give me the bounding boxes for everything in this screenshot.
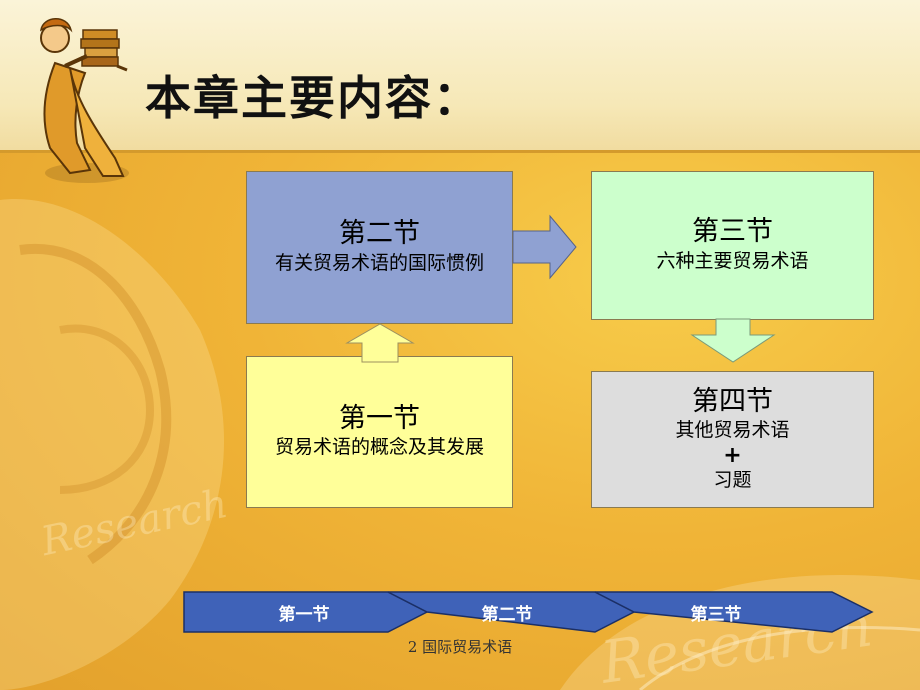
section4-plus: + — [723, 442, 742, 468]
section3-box: 第三节 六种主要贸易术语 — [591, 171, 874, 320]
chevron-step-1 — [183, 591, 429, 633]
section4-box: 第四节 其他贸易术语 + 习题 — [591, 371, 874, 508]
chevron-step-3 — [594, 591, 874, 633]
section4-heading: 第四节 — [692, 385, 773, 417]
section1-box: 第一节 贸易术语的概念及其发展 — [246, 356, 513, 508]
progress-step-2-label: 第二节 — [481, 605, 533, 625]
section4-subtitle: 其他贸易术语 — [675, 418, 790, 441]
section2-heading: 第二节 — [339, 218, 420, 250]
arrow-down-icon — [690, 318, 776, 363]
section1-heading: 第一节 — [339, 402, 420, 434]
section4-extra: 习题 — [713, 468, 752, 491]
page-title: 本章主要内容： — [145, 71, 481, 125]
arrow-up-icon — [345, 323, 415, 363]
section3-subtitle: 六种主要贸易术语 — [656, 249, 809, 272]
section1-subtitle: 贸易术语的概念及其发展 — [274, 436, 484, 459]
arrow-right-icon — [512, 214, 577, 280]
clipart-figure-icon — [40, 18, 129, 183]
section2-box: 第二节 有关贸易术语的国际惯例 — [246, 171, 513, 324]
progress-step-1-label: 第一节 — [278, 605, 330, 625]
section2-subtitle: 有关贸易术语的国际惯例 — [274, 251, 484, 274]
progress-chevrons — [183, 591, 874, 633]
chevron-step-2 — [387, 591, 636, 633]
section3-heading: 第三节 — [692, 216, 773, 248]
progress-step-3-label: 第三节 — [690, 605, 742, 625]
footer-text: 2 国际贸易术语 — [407, 638, 513, 656]
header-band — [0, 0, 920, 153]
